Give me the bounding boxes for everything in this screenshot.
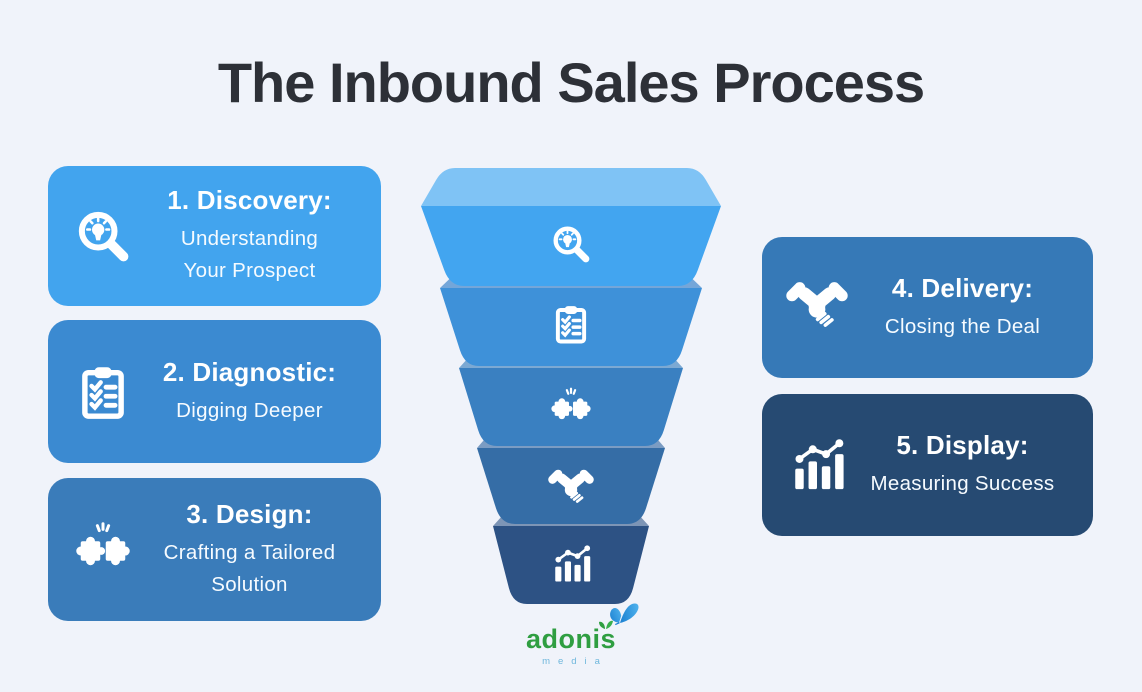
- magnifier-lightbulb-icon: [72, 207, 134, 265]
- step-card-delivery: 4. Delivery: Closing the Deal: [762, 237, 1093, 378]
- leaf-icon: [598, 620, 613, 629]
- bar-chart-icon: [786, 436, 848, 494]
- step-description: Closing the Deal: [884, 314, 1041, 338]
- step-label: 2. Diagnostic:: [162, 356, 337, 387]
- step-card-display: 5. Display: Measuring Success: [762, 394, 1093, 536]
- funnel-layer-1-rim: [421, 168, 721, 206]
- sales-funnel: [421, 166, 721, 606]
- page-title: The Inbound Sales Process: [217, 51, 925, 114]
- step-label: 3. Design:: [186, 498, 313, 529]
- step-card-discovery: 1. Discovery: Understanding Your Prospec…: [48, 166, 381, 306]
- logo-tagline: media: [542, 656, 608, 667]
- step-description: Measuring Success: [870, 472, 1055, 496]
- step-card-design: 3. Design: Crafting a Tailored Solution: [48, 478, 381, 621]
- step-label: 1. Discovery:: [167, 185, 332, 216]
- funnel-layer-2-body: [440, 288, 702, 366]
- logo-name-text: adonis: [525, 624, 616, 654]
- funnel-layer-1-body: [421, 206, 721, 286]
- step-card-diagnostic: 2. Diagnostic: Digging Deeper: [48, 320, 381, 463]
- logo-name: adonis: [525, 603, 639, 654]
- puzzle-pieces-icon: [72, 520, 134, 580]
- logo: adonis media: [506, 603, 639, 667]
- step-description: Understanding Your Prospect: [180, 227, 319, 282]
- step-label: 5. Display:: [896, 430, 1029, 461]
- step-description: Crafting a Tailored Solution: [163, 540, 336, 596]
- step-label: 4. Delivery:: [891, 272, 1034, 303]
- clipboard-checklist-icon: [72, 363, 134, 421]
- butterfly-icon: [610, 603, 639, 626]
- handshake-icon: [786, 281, 848, 334]
- step-description: Digging Deeper: [176, 398, 323, 422]
